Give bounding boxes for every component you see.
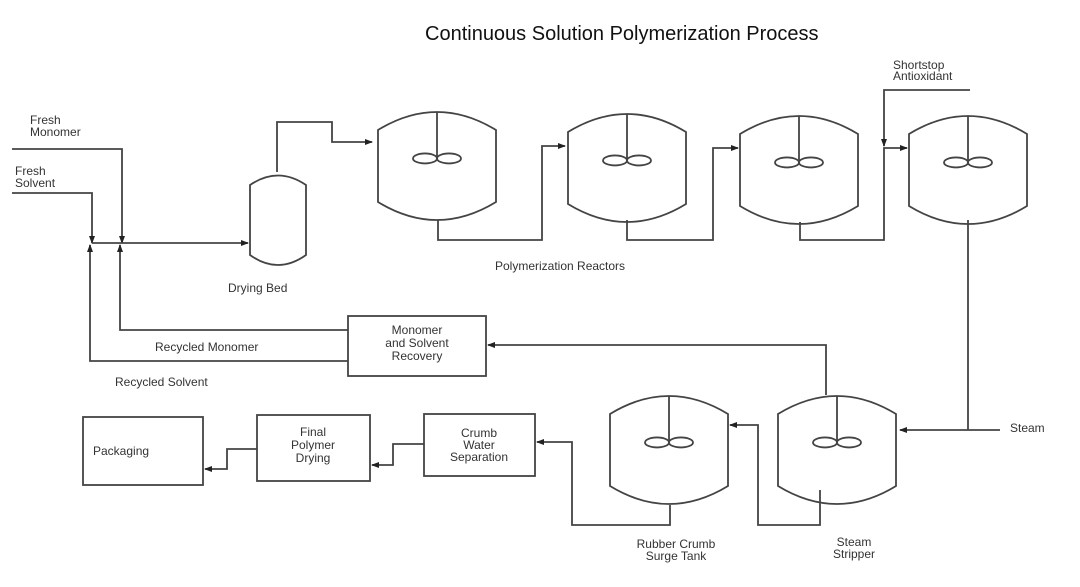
polymerization-reactor-2 <box>567 113 687 223</box>
steam-stripper-label-2: Stripper <box>833 547 875 561</box>
polymerization-reactor-4 <box>908 115 1028 225</box>
reactor3-to-reactor4-pipe <box>799 145 908 241</box>
recycled-monomer-label: Recycled Monomer <box>155 340 258 354</box>
crumb-water-label-3: Separation <box>450 450 508 464</box>
drying-bed-to-reactor1-pipe <box>276 121 373 172</box>
final-drying-to-packaging-pipe <box>204 448 257 472</box>
recycled-solvent-pipe <box>87 244 348 362</box>
surge-tank-label-1: Rubber Crumb <box>637 537 716 551</box>
crumb-water-separation-box <box>423 413 536 477</box>
packaging-label: Packaging <box>93 444 149 458</box>
fresh-monomer-label-1: Fresh <box>30 113 61 127</box>
recovery-label-2: and Solvent <box>385 336 449 350</box>
polymerization-reactor-3 <box>739 115 859 225</box>
drying-bed-vessel <box>249 174 307 266</box>
recycled-solvent-label: Recycled Solvent <box>115 375 208 389</box>
impeller-blade <box>668 436 694 449</box>
fresh-solvent-label-1: Fresh <box>15 164 46 178</box>
reactor2-to-reactor3-pipe <box>626 145 739 241</box>
impeller-blade <box>967 156 993 169</box>
reactors-label: Polymerization Reactors <box>495 259 625 273</box>
rubber-crumb-surge-tank <box>609 395 729 505</box>
impeller-blade <box>436 152 462 165</box>
recycled-monomer-pipe <box>117 244 348 331</box>
diagram-title: Continuous Solution Polymerization Proce… <box>425 23 819 45</box>
reactor1-to-reactor2-pipe <box>437 143 566 241</box>
shortstop-label-2: Antioxidant <box>893 69 953 83</box>
polymerization-reactor-1 <box>377 111 497 221</box>
fresh-monomer-pipe <box>12 148 125 244</box>
impeller-blade <box>626 154 652 167</box>
final-drying-label-3: Drying <box>296 451 331 465</box>
shortstop-label-1: Shortstop <box>893 58 945 72</box>
stripper-to-surge-tank-pipe <box>729 422 821 526</box>
drying-bed-label: Drying Bed <box>228 281 287 295</box>
final-drying-label-2: Polymer <box>291 438 335 452</box>
monomer-solvent-recovery-box <box>347 315 487 377</box>
crumb-water-to-final-drying-pipe <box>371 443 424 468</box>
surge-tank-label-2: Surge Tank <box>646 549 707 563</box>
steam-label: Steam <box>1010 421 1045 435</box>
impeller-blade <box>836 436 862 449</box>
fresh-solvent-pipe <box>12 192 95 244</box>
surge-tank-to-crumb-water-pipe <box>536 439 671 526</box>
crumb-water-label-1: Crumb <box>461 426 497 440</box>
fresh-monomer-label-2: Monomer <box>30 125 81 139</box>
fresh-solvent-label-2: Solvent <box>15 176 56 190</box>
final-polymer-drying-box <box>256 414 371 482</box>
stripper-to-recovery-pipe <box>487 342 827 395</box>
recovery-label-1: Monomer <box>392 323 443 337</box>
final-drying-label-1: Final <box>300 425 326 439</box>
steam-stripper-vessel <box>777 395 897 505</box>
packaging-box <box>82 416 204 486</box>
shortstop-pipe <box>881 89 970 147</box>
recovery-label-3: Recovery <box>392 349 443 363</box>
crumb-water-label-2: Water <box>463 438 495 452</box>
steam-stripper-label-1: Steam <box>837 535 872 549</box>
impeller-blade <box>798 156 824 169</box>
